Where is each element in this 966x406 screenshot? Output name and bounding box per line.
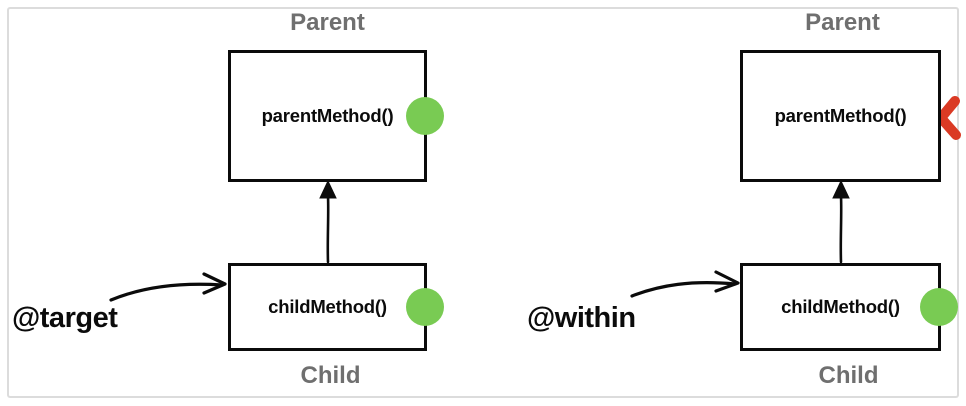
parent-method-label: parentMethod(): [261, 105, 394, 126]
match-dot-icon: [920, 288, 958, 326]
target-annotation-label: @target: [12, 302, 118, 334]
parent-class-box: parentMethod(): [228, 50, 444, 182]
child-class-box: childMethod(): [228, 263, 444, 351]
child-class-title: Child: [300, 362, 361, 389]
parent-class-box: parentMethod(): [740, 50, 941, 182]
match-dot-icon: [406, 288, 444, 326]
child-class-title: Child: [818, 362, 879, 389]
parent-method-label: parentMethod(): [774, 105, 907, 126]
outer-frame: [7, 7, 959, 398]
match-dot-icon: [406, 97, 444, 135]
parent-class-title: Parent: [805, 9, 880, 36]
child-class-box: childMethod(): [740, 263, 958, 351]
child-method-label: childMethod(): [268, 296, 387, 317]
within-annotation-label: @within: [527, 302, 636, 334]
parent-class-title: Parent: [290, 9, 365, 36]
child-method-label: childMethod(): [781, 296, 900, 317]
